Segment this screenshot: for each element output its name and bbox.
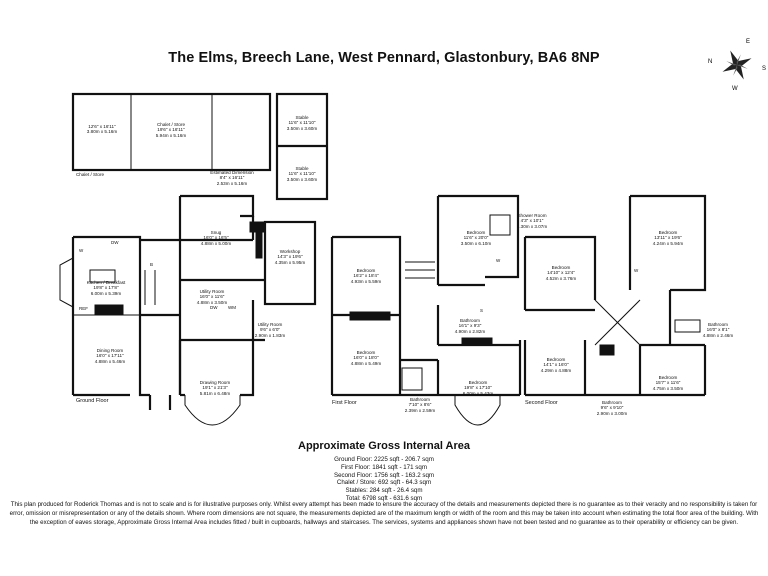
area-line: Second Floor: 1756 sqft - 163.2 sqm <box>333 471 435 479</box>
fixture-label: W <box>496 258 501 263</box>
compass-n: E <box>746 39 750 45</box>
fixture-label: W <box>634 268 639 273</box>
fixture-label: S <box>480 308 484 313</box>
area-title: Approximate Gross Internal Area <box>298 440 470 452</box>
area-line: Ground Floor: 2225 sqft - 206.7 sqm <box>334 456 434 463</box>
floor-label-ground: Ground Floor <box>76 398 109 404</box>
room-label: Chalet / Store <box>75 172 105 177</box>
stables-walls <box>275 92 329 201</box>
floor-label-second: Second Floor <box>525 400 558 406</box>
fixture-label: DW <box>210 305 218 310</box>
fixture-label: REF <box>79 306 88 311</box>
compass-rose-icon: E N S W <box>708 39 766 92</box>
compass-e: W <box>732 86 738 92</box>
chalet-store-walls <box>71 92 272 172</box>
plan-title: The Elms, Breech Lane, West Pennard, Gla… <box>168 50 600 66</box>
area-list: Ground Floor: 2225 sqft - 206.7 sqm Firs… <box>0 456 768 503</box>
fixture-label: B <box>150 262 154 267</box>
fixture-label: DW <box>111 240 119 245</box>
compass-w: N <box>708 59 712 65</box>
disclaimer-text: This plan produced for Roderick Thomas a… <box>9 501 759 526</box>
area-line: Total: 6798 sqft - 631.6 sqm <box>345 494 423 502</box>
ground-floor-walls <box>71 194 317 410</box>
area-line: First Floor: 1841 sqft - 171 sqm <box>341 463 427 471</box>
fixture-label: WM <box>228 305 236 310</box>
fixture-label: W <box>79 248 84 253</box>
area-line: Stables: 284 sqft - 26.4 sqm <box>345 487 423 495</box>
first-floor-walls <box>330 194 522 397</box>
second-floor-walls <box>523 194 707 397</box>
room-label: 12'6" x 16'11"3.80m x 5.16m <box>86 124 118 135</box>
area-line: Chalet / Store: 692 sqft - 64.3 sqm <box>336 479 432 487</box>
floor-label-first: First Floor <box>332 400 357 406</box>
compass-s: S <box>762 66 766 72</box>
